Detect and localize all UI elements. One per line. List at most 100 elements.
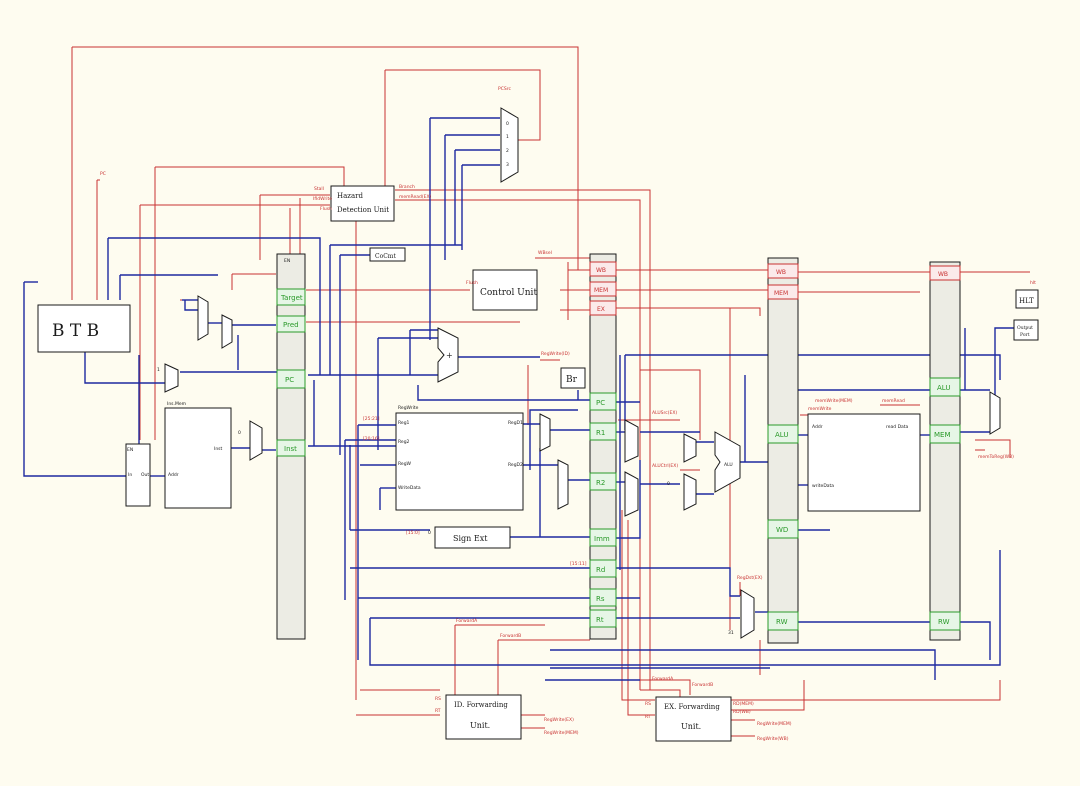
id-ex-ctrl-ex: EX	[589, 300, 617, 316]
dmem-write-label: writeData	[812, 483, 834, 489]
ex-mem-ctrl-label: MEM	[774, 290, 788, 297]
sign-extend: Sign Ext	[434, 526, 511, 549]
signal-fwd-a: ForwardA	[456, 618, 478, 624]
mem-to-reg-mux	[989, 391, 1001, 435]
signal-rt-bits: [20:16]	[363, 436, 380, 442]
signal-regwrite-id: RegWrite(ID)	[541, 351, 570, 357]
alu-label: ALU	[724, 462, 733, 468]
branch-label: Br	[566, 375, 578, 385]
signal-idf-out-1: RegWrite(EX)	[544, 717, 574, 723]
ex-mem-ctrl-mem: MEM	[767, 284, 799, 300]
pc-en-label: EN	[127, 447, 133, 453]
signal-aluctrl: ALUCtrl(EX)	[652, 463, 678, 469]
id-ex-ctrl-label: EX	[597, 306, 605, 313]
data-memory: Addr read Data writeData memWrite memRea…	[807, 398, 921, 512]
compare-block: CoCmt	[369, 247, 406, 262]
const-one: 1	[157, 367, 160, 373]
id-ex-field-rs: Rs	[589, 588, 617, 607]
branch-block: Br	[560, 367, 586, 389]
const-zero-2: 0	[667, 481, 670, 487]
id-ex-ctrl-label: WB	[596, 267, 606, 274]
signal-exf-out-2: RegWrite(WB)	[757, 736, 789, 742]
id-ex-ctrl-mem: MEM	[589, 281, 617, 297]
signal-wbsel: WBsel	[538, 250, 552, 256]
const-zero: 0	[238, 430, 241, 436]
id-ex-field-label: Imm	[594, 535, 610, 543]
signal-pc-src: PCSrc	[498, 86, 511, 92]
mux-input-label: 0	[506, 121, 509, 127]
mem-wb-field-mem: MEM	[929, 424, 961, 444]
regfile-in-label: Reg1	[398, 420, 410, 426]
mem-wb-field-label: ALU	[937, 384, 950, 392]
regfile-out-label: RegD1	[508, 420, 523, 426]
output-port: Output Port	[1013, 319, 1039, 341]
ex-mem-register: WB MEM ALU WD RW	[767, 257, 799, 644]
if-id-field-pc: PC	[276, 369, 306, 389]
signal-exf-in-1: RD(MEM)	[733, 701, 754, 707]
instruction-memory: Ins.Mem Addr Inst	[164, 401, 232, 509]
id-ex-field-label: R2	[596, 479, 605, 487]
hazard-label-1: Hazard	[337, 192, 363, 200]
ex-mem-field-label: ALU	[775, 431, 788, 439]
signal-exf-rs: RS	[645, 701, 651, 707]
dmem-memread-label: memRead	[882, 398, 905, 404]
blue-wires	[23, 117, 1014, 681]
signal-memtoreg: memToReg(WB)	[978, 454, 1014, 460]
signal-memwrite-mem: memWrite(MEM)	[815, 398, 853, 404]
hazard-detection-unit: Hazard Detection Unit	[330, 185, 395, 222]
id-ex-field-label: Rd	[596, 566, 605, 574]
hlt-block: HLT	[1015, 289, 1039, 309]
ex-mem-field-alu: ALU	[767, 424, 799, 444]
sign-ext-label: Sign Ext	[453, 534, 488, 543]
signal-labels: PC PCSrc Stall IfIdWrite Flush Branch me…	[100, 86, 1036, 742]
id-forwarding-unit: ID. Forwarding Unit.	[445, 694, 522, 740]
signal-rs-bits: [25:21]	[363, 416, 380, 422]
register-file: RegWrite Reg1 Reg2 RegW WriteData RegD1 …	[395, 405, 524, 511]
const-31: 31	[728, 630, 734, 636]
id-ex-field-label: R1	[596, 429, 605, 437]
mux-input-label: 3	[506, 162, 509, 168]
red-wires	[71, 46, 1030, 737]
control-unit: Control Unit	[472, 269, 538, 311]
btb-mux-2	[221, 314, 233, 349]
control-unit-label: Control Unit	[480, 288, 537, 298]
if-id-en-label: EN	[284, 258, 290, 264]
signal-exf-rt: RT	[645, 714, 651, 720]
ex-mem-field-label: RW	[776, 618, 788, 626]
reg-dst-mux	[740, 589, 755, 639]
signal-pc: PC	[100, 171, 106, 177]
signal-fwd-a2: ForwardA	[652, 676, 674, 682]
btb-mux-1	[197, 295, 209, 341]
signal-rd-bits: [15:11]	[570, 561, 587, 567]
alu-src-mux-a	[683, 433, 697, 463]
output-port-label-1: Output	[1017, 325, 1033, 331]
regfile-regwrite-label: RegWrite	[398, 405, 419, 411]
ex-fwd-mux-b	[624, 471, 639, 517]
ex-forwarding-unit: EX. Forwarding Unit.	[655, 696, 732, 742]
signal-ifid-write: IfIdWrite	[313, 196, 332, 202]
id-ex-register: WB MEM EX PC R1 R2 Imm Rd	[589, 253, 617, 640]
imem-inst-label: Inst	[214, 446, 223, 452]
mem-wb-field-alu: ALU	[929, 377, 961, 397]
signal-alusrc: ALUSrc(EX)	[652, 410, 677, 416]
btb-label: B T B	[52, 321, 99, 341]
signal-fwd-b: ForwardB	[500, 633, 521, 639]
pc-plus-mux	[164, 363, 179, 393]
ex-mem-field-wd: WD	[767, 519, 799, 539]
pc-in-label: In	[128, 472, 132, 478]
ex-fwd-label-2: Unit.	[681, 722, 701, 731]
dmem-read-label: read Data	[886, 424, 909, 430]
signal-imm-bits: [15:0]	[406, 530, 420, 536]
if-id-register: EN Target Pred PC Inst	[276, 253, 306, 640]
if-id-field-label: Target	[280, 294, 303, 302]
mem-wb-field-label: MEM	[934, 431, 951, 439]
id-fwd-label-2: Unit.	[470, 721, 490, 730]
id-ex-ctrl-label: MEM	[594, 287, 608, 294]
signal-fwd-b2: ForwardB	[692, 682, 713, 688]
pc-register: EN In Out	[125, 443, 151, 507]
id-ex-field-label: PC	[596, 399, 605, 407]
if-id-field-label: PC	[285, 376, 294, 384]
ex-mem-ctrl-label: WB	[776, 269, 786, 276]
alu-src-mux-b	[683, 473, 697, 511]
